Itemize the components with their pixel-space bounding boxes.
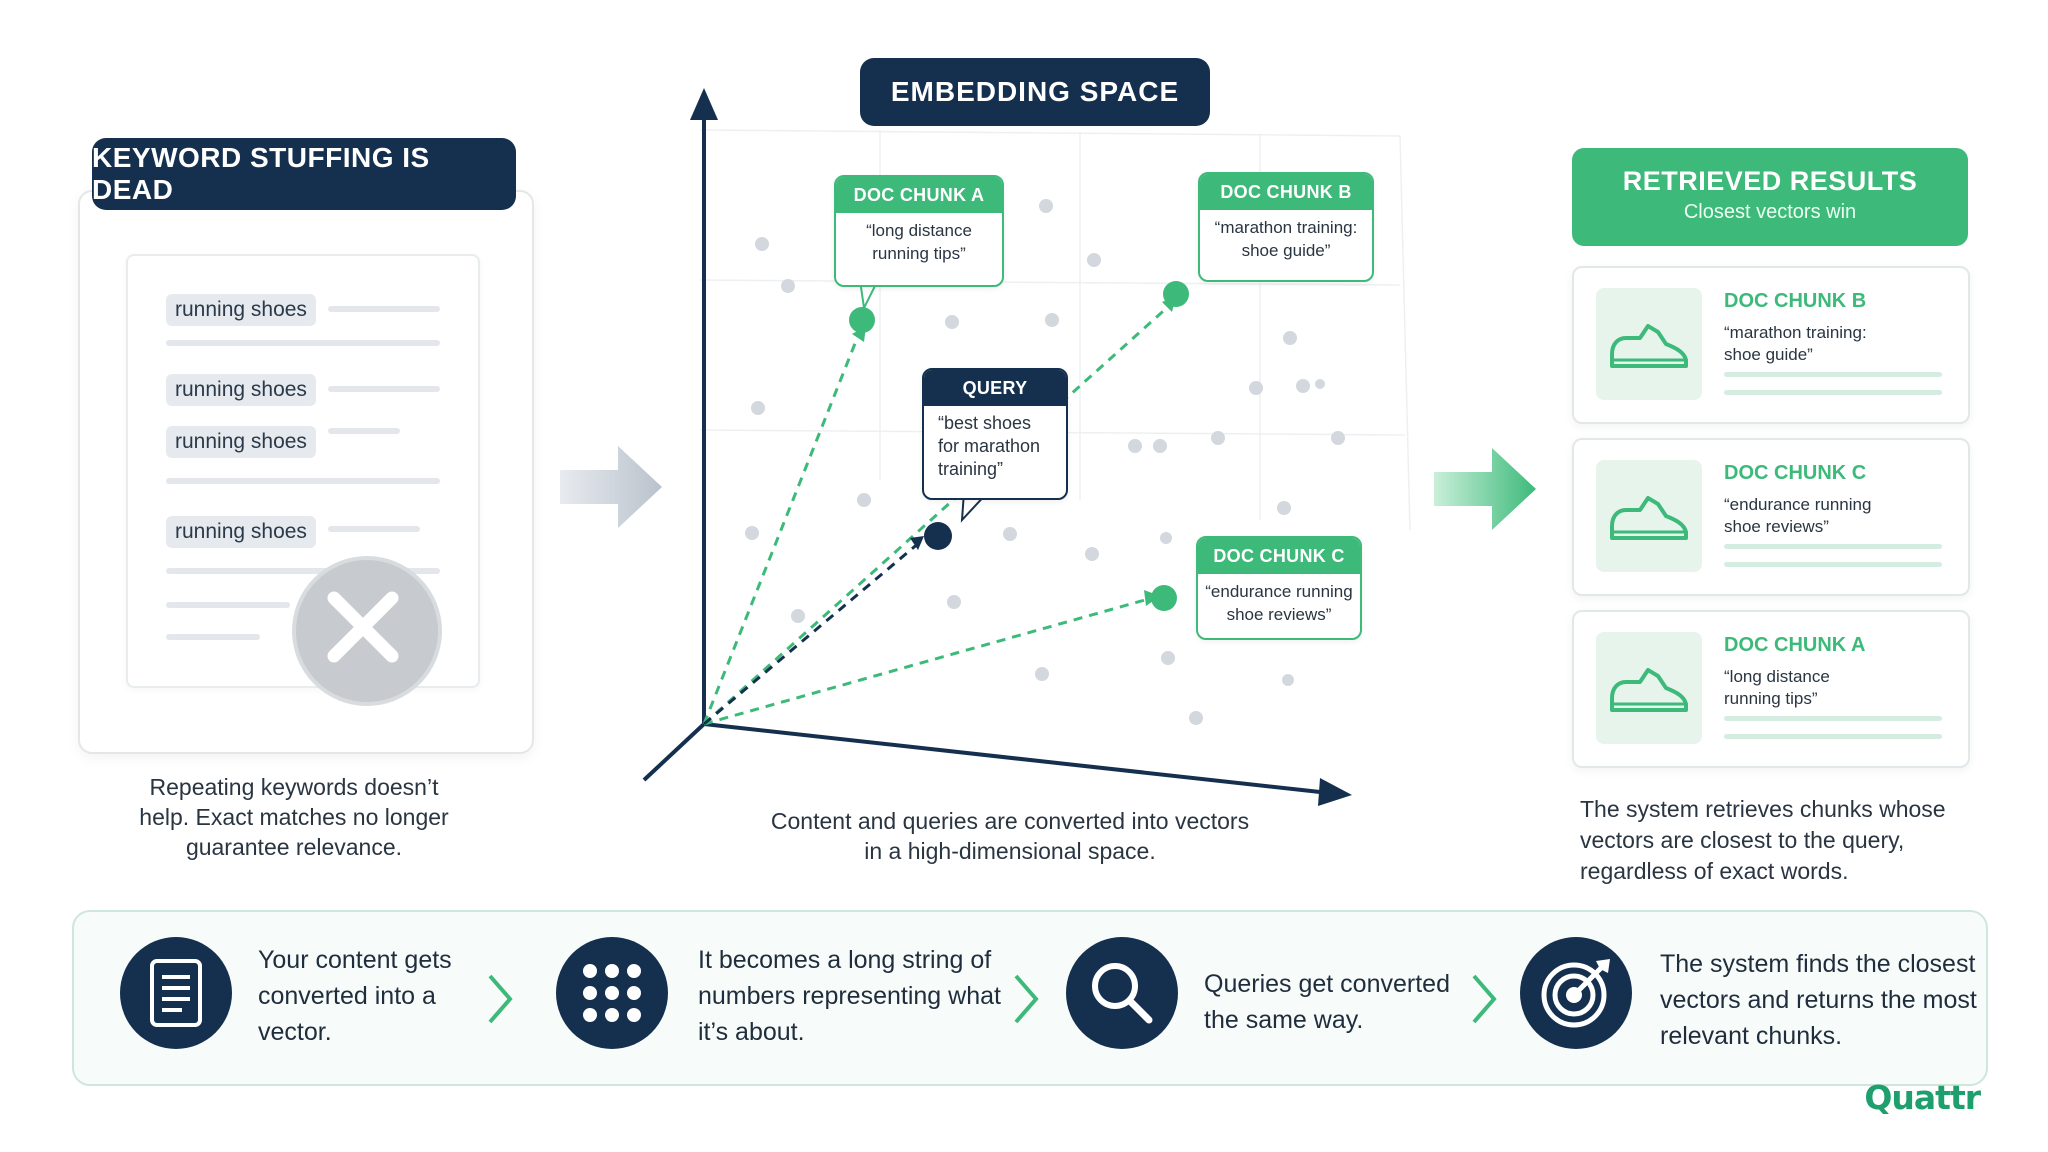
- point-chunk-b: [1163, 281, 1189, 307]
- doc-line: [166, 478, 440, 484]
- vector-query: [703, 540, 921, 726]
- embedding-space-title: EMBEDDING SPACE: [860, 58, 1210, 126]
- vector-chunk-b: [702, 303, 1172, 726]
- x-axis: [703, 722, 1321, 794]
- result-card: DOC CHUNK C “endurance running shoe revi…: [1572, 438, 1970, 596]
- keyword-tag: running shoes: [166, 426, 316, 458]
- shoe-icon: [1596, 632, 1702, 744]
- doc-line: [166, 340, 440, 346]
- shoe-icon: [1596, 288, 1702, 400]
- flow-arrow-icon: [560, 446, 662, 528]
- vector-chunk-c: [703, 596, 1153, 726]
- process-steps-strip: [72, 910, 1988, 1086]
- number-grid-icon: [556, 937, 668, 1049]
- background-vectors: [745, 199, 1345, 725]
- chevron-right-icon: [488, 974, 513, 1024]
- keyword-panel-title: KEYWORD STUFFING IS DEAD: [92, 138, 516, 210]
- doc-line: [328, 428, 400, 434]
- shoe-icon: [1596, 460, 1702, 572]
- bubble-query: QUERY “best shoes for marathon training”: [922, 368, 1068, 500]
- results-caption: The system retrieves chunks whose vector…: [1580, 796, 1946, 884]
- point-chunk-c: [1151, 585, 1177, 611]
- y-axis-arrowhead: [690, 88, 718, 120]
- document-icon: [120, 937, 232, 1049]
- point-query: [924, 522, 952, 550]
- step-3-text: Queries get converted the same way.: [1204, 970, 1450, 1034]
- doc-line: [166, 568, 440, 574]
- flow-arrow-icon: [1434, 448, 1536, 530]
- doc-line: [328, 306, 440, 312]
- bubble-chunk-a: DOC CHUNK A “long distance running tips”: [834, 175, 1004, 287]
- z-axis: [642, 722, 706, 782]
- keyword-tag: running shoes: [166, 294, 316, 326]
- chevron-right-icon: [1014, 974, 1039, 1024]
- x-axis-arrowhead: [1318, 778, 1352, 806]
- vector-chunk-a: [702, 335, 860, 725]
- embedding-space-plot: [642, 88, 1411, 806]
- step-2-text: It becomes a long string of numbers repr…: [698, 946, 1001, 1046]
- step-1-text: Your content gets converted into a vecto…: [258, 946, 452, 1046]
- target-icon: [1520, 937, 1632, 1049]
- doc-line: [328, 526, 420, 532]
- doc-line: [166, 602, 290, 608]
- magnifier-icon: [1066, 937, 1178, 1049]
- reject-x-icon: [292, 556, 442, 706]
- chevron-right-icon: [1472, 974, 1497, 1024]
- point-chunk-a: [849, 307, 875, 333]
- step-4-text: The system finds the closest vectors and…: [1660, 950, 1977, 1050]
- bubble-chunk-c: DOC CHUNK C “endurance running shoe revi…: [1196, 536, 1362, 640]
- bubble-chunk-b: DOC CHUNK B “marathon training: shoe gui…: [1198, 172, 1374, 282]
- quattr-logo: Quattr: [1864, 1078, 1981, 1117]
- keyword-caption: Repeating keywords doesn’t help. Exact m…: [139, 774, 449, 860]
- retrieved-results-header: RETRIEVED RESULTS Closest vectors win: [1572, 148, 1968, 246]
- embedding-caption: Content and queries are converted into v…: [770, 808, 1250, 864]
- keyword-tag: running shoes: [166, 516, 316, 548]
- doc-line: [328, 386, 440, 392]
- doc-line: [166, 634, 260, 640]
- result-card: DOC CHUNK B “marathon training: shoe gui…: [1572, 266, 1970, 424]
- keyword-tag: running shoes: [166, 374, 316, 406]
- result-card: DOC CHUNK A “long distance running tips”: [1572, 610, 1970, 768]
